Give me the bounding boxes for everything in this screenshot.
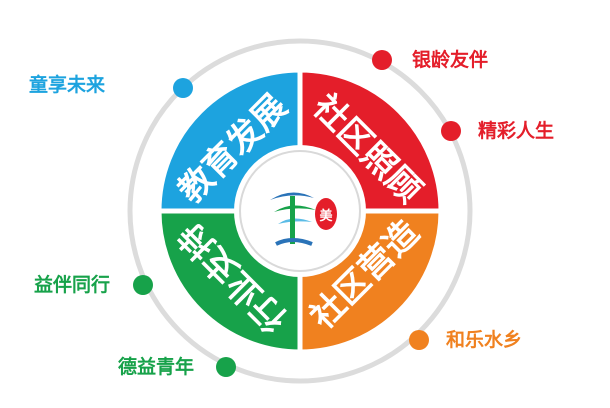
center-disk xyxy=(239,150,361,272)
dot-silver-companion[interactable] xyxy=(372,50,392,70)
dot-wonderful-life[interactable] xyxy=(441,121,461,141)
dot-harmony-village[interactable] xyxy=(409,330,429,350)
label-benefit-together: 益伴同行 xyxy=(34,273,110,296)
dot-virtue-youth[interactable] xyxy=(216,357,236,377)
dot-child-future[interactable] xyxy=(173,78,193,98)
label-virtue-youth: 德益青年 xyxy=(118,355,194,378)
label-wonderful-life: 精彩人生 xyxy=(478,119,554,142)
label-harmony-village: 和乐水乡 xyxy=(446,328,522,351)
label-silver-companion: 银龄友伴 xyxy=(412,48,488,71)
center-logo-icon: 美 xyxy=(270,192,337,246)
logo-seal xyxy=(315,198,337,230)
outer-ring xyxy=(127,38,473,384)
dot-benefit-together[interactable] xyxy=(133,275,153,295)
logo-seal-text: 美 xyxy=(319,208,333,224)
label-child-future: 童享未来 xyxy=(29,73,105,96)
